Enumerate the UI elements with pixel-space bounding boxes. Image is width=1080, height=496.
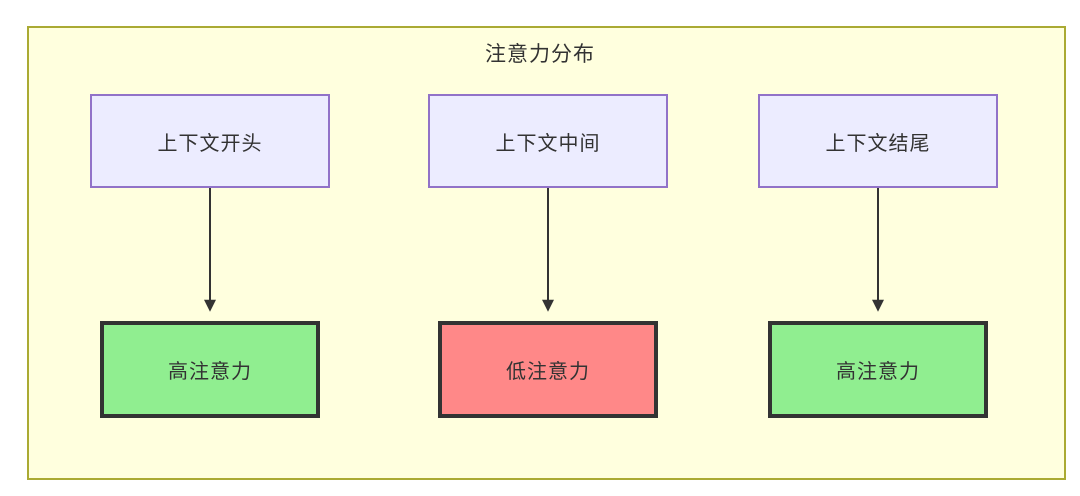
node-low-attention: 低注意力 — [438, 321, 658, 418]
node-high-attention-1: 高注意力 — [100, 321, 320, 418]
node-context-start: 上下文开头 — [90, 94, 330, 188]
diagram-title: 注意力分布 — [485, 43, 595, 66]
node-context-middle: 上下文中间 — [428, 94, 668, 188]
node-high-attention-2: 高注意力 — [768, 321, 988, 418]
node-context-end: 上下文结尾 — [758, 94, 998, 188]
